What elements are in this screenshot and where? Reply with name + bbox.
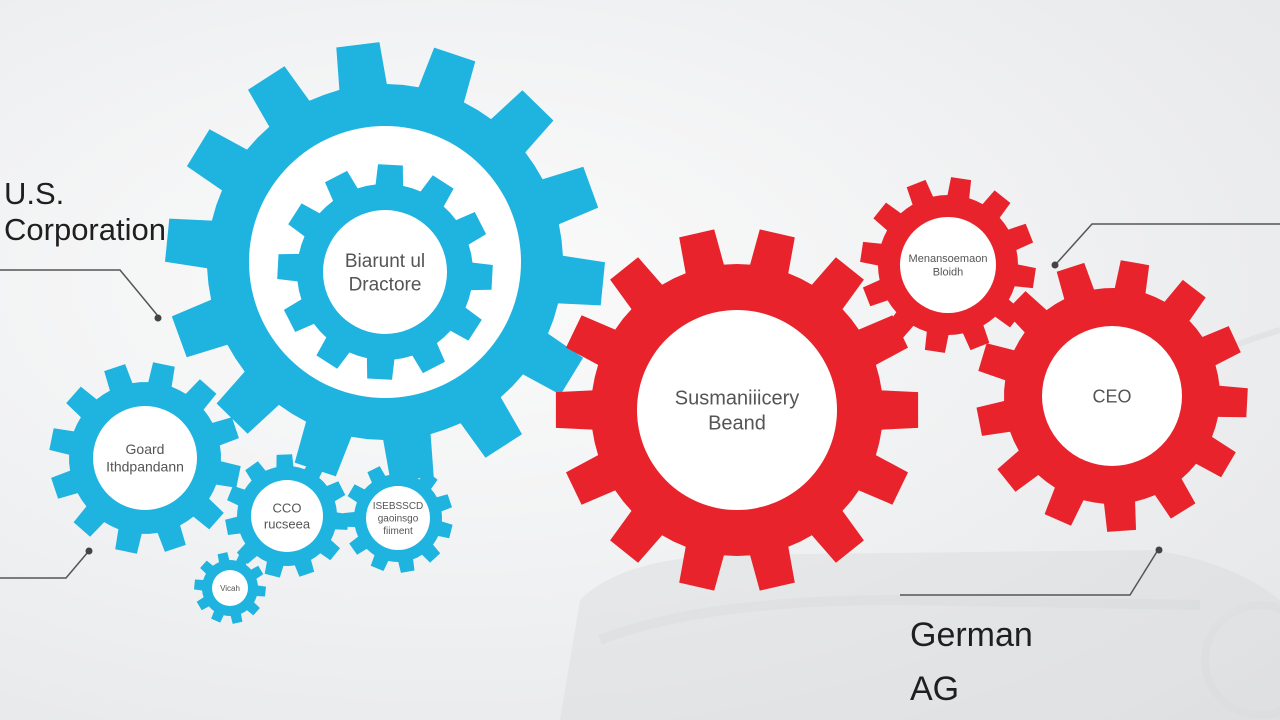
connector-dot-de-top: [1051, 261, 1059, 269]
connector-us-bottom: [0, 551, 89, 579]
gear-label: Dractore: [349, 275, 422, 296]
gear-ceo-de: CEO: [976, 260, 1248, 532]
gear-cco-us: CCO rucseea: [225, 454, 349, 578]
us-label-line1: U.S.: [4, 176, 65, 211]
gear-center: [900, 217, 996, 313]
connector-us-top: [0, 269, 159, 317]
gear-label: Beand: [708, 413, 766, 435]
gear-center: [93, 406, 197, 510]
gear-center: [323, 210, 447, 334]
gear-label: Biarunt ul: [345, 251, 425, 272]
connector-de-bottom: [900, 549, 1159, 596]
gear-label: fiiment: [383, 526, 413, 537]
gear-label: ISEBSSCD: [373, 501, 424, 512]
connector-dot-us-top: [154, 314, 162, 322]
gear-label: rucseea: [264, 517, 311, 532]
gear-small-gear: Vicah: [194, 552, 266, 624]
gear-center: [251, 480, 323, 552]
gear-label: Vicah: [220, 584, 240, 593]
de-label-line1: German: [910, 616, 1033, 654]
gear-center: [1042, 326, 1182, 466]
gear-label: Goard: [126, 441, 165, 457]
gear-label: Bloidh: [933, 267, 964, 279]
us-label-line2: Corporation: [4, 211, 166, 247]
background-car-silhouette: [560, 327, 1280, 720]
de-label-line2: AG: [910, 670, 960, 709]
connector-dot-us-bottom: [85, 547, 93, 555]
gear-center: [212, 570, 248, 606]
gear-label: CCO: [273, 500, 302, 515]
gear-label: Menansoemaon: [909, 253, 988, 265]
connector-de-top: [1055, 223, 1280, 265]
german-ag-label: German AG: [910, 608, 1033, 717]
gear-label: Susmaniiicery: [675, 388, 799, 410]
gear-board-of-directors: Biarunt ul Dractore: [277, 164, 493, 380]
connector-dot-de-bottom: [1155, 546, 1163, 554]
gear-center: [637, 310, 837, 510]
gear-label: gaoinsgo: [378, 514, 419, 525]
us-corporation-label: U.S. Corporation: [4, 176, 166, 247]
gear-label: Ithdpandann: [106, 459, 184, 475]
gear-label: CEO: [1092, 386, 1131, 406]
gear-center: [366, 486, 430, 550]
